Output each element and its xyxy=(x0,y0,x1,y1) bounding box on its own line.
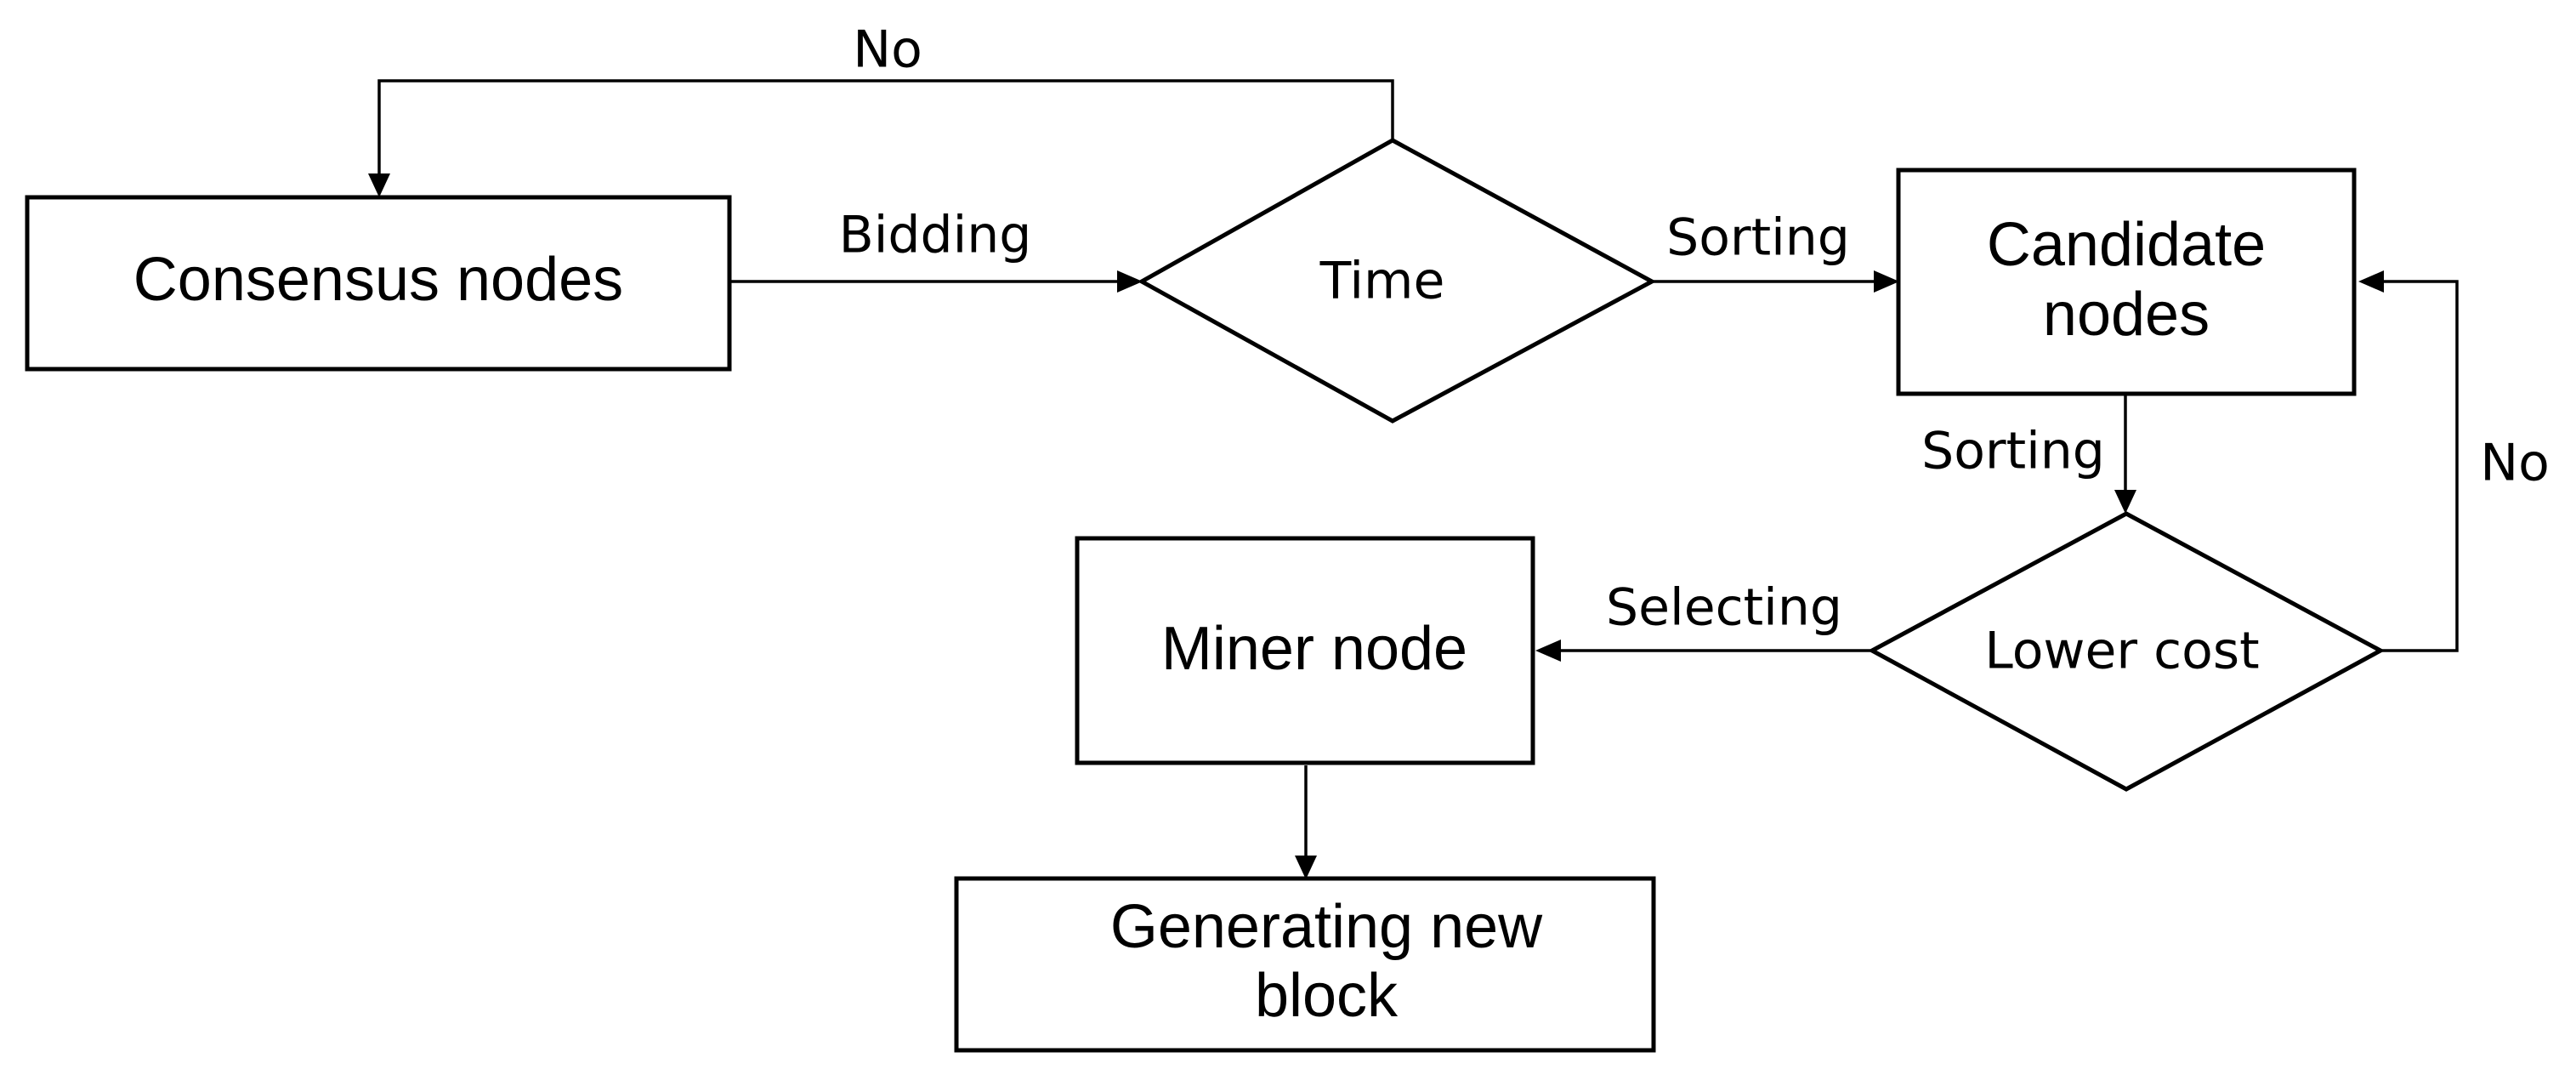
arrowhead-sorting-to-candidate xyxy=(1874,270,1899,293)
node-candidate-label-line1: Candidate xyxy=(1987,211,2266,279)
node-consensus-nodes xyxy=(25,195,732,372)
arrowhead-sorting-to-lower-cost xyxy=(2114,490,2136,514)
arrowhead-bidding xyxy=(1117,270,1143,293)
node-generating-label-line2: block xyxy=(1255,962,1399,1030)
edge-label-sorting-to-candidate: Sorting xyxy=(1666,208,1850,268)
node-candidate-label-line2: nodes xyxy=(2043,281,2210,349)
node-miner-node xyxy=(1075,536,1535,765)
node-generating-new-block xyxy=(954,876,1656,1053)
arrowhead-miner-to-block xyxy=(1295,856,1317,879)
edge-label-bidding: Bidding xyxy=(839,206,1032,265)
edge-label-sorting-to-lower-cost: Sorting xyxy=(1921,422,2105,481)
arrowhead-selecting xyxy=(1535,640,1561,662)
node-consensus-nodes-label: Consensus nodes xyxy=(133,246,623,314)
edge-label-no-cost-loop: No xyxy=(2480,434,2550,493)
arrowhead-no-cost-loop xyxy=(2358,270,2384,293)
node-miner-node-label: Miner node xyxy=(1161,615,1467,683)
node-lower-cost-decision xyxy=(1867,511,2386,792)
edge-no-cost-loop xyxy=(2380,280,2459,652)
node-time-label: Time xyxy=(1319,252,1445,311)
node-time-decision xyxy=(1137,138,1657,424)
edge-label-selecting: Selecting xyxy=(1606,578,1842,638)
edge-label-no-time-loop: No xyxy=(853,20,922,80)
node-lower-cost-label: Lower cost xyxy=(1984,622,2259,681)
edge-no-time-loop xyxy=(377,79,1394,177)
arrowhead-no-time-loop xyxy=(368,173,390,197)
node-generating-label-line1: Generating new xyxy=(1110,893,1543,961)
node-candidate-nodes xyxy=(1896,168,2357,396)
